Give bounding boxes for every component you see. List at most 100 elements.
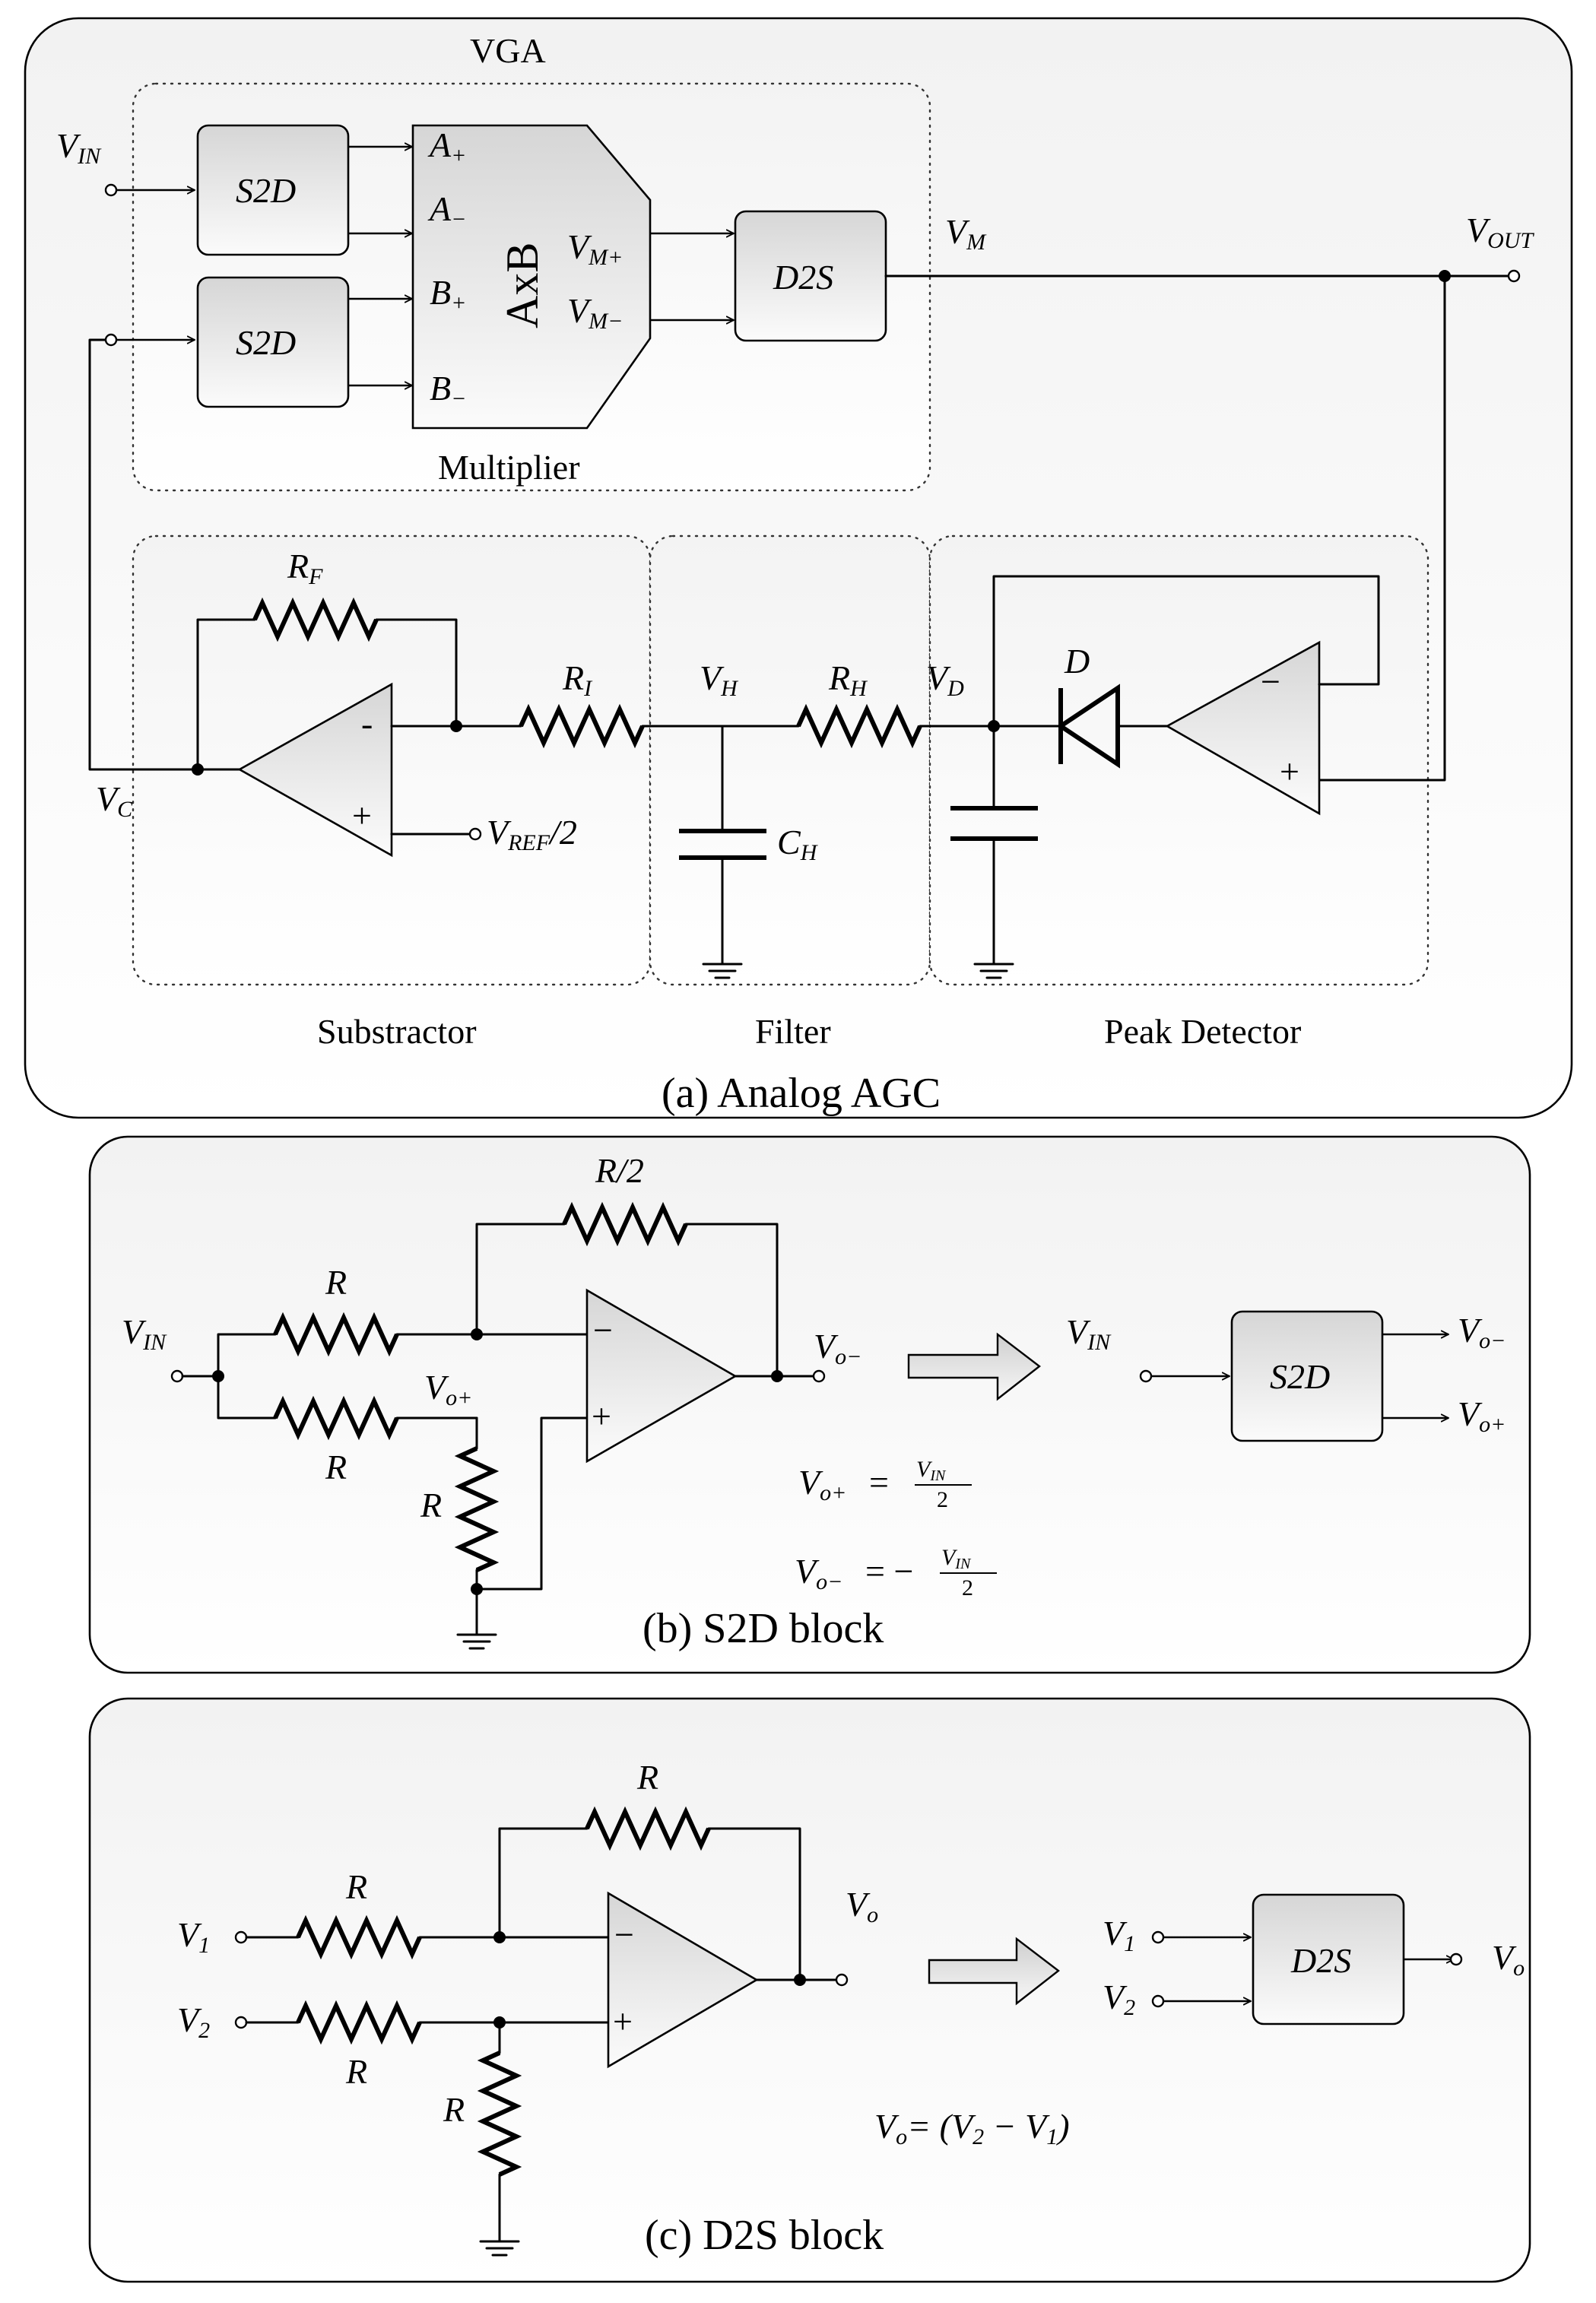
d2s-r-in1: [296, 1914, 422, 1960]
svg-text:Vo−: Vo−: [795, 1552, 842, 1594]
s2d-vo-minus-out-label: Vo−: [814, 1327, 861, 1369]
s2d-r-shunt: [454, 1446, 500, 1572]
rf-left-wire: [196, 618, 256, 771]
d2s-r-feedback: [585, 1806, 711, 1851]
ri-resistor: [519, 703, 645, 749]
d2s-block-v2-terminal: [1151, 1994, 1165, 2008]
d2s-r-in1-label: R: [345, 1867, 367, 1906]
s2d-fb-left-wire: [475, 1223, 566, 1336]
peak-detector-label: Peak Detector: [1104, 1012, 1301, 1051]
multiplier-block: [411, 124, 652, 430]
multiplier-label: Multiplier: [438, 448, 580, 487]
subtractor-opamp-minus: -: [361, 704, 373, 743]
caption-c: (c) D2S block: [645, 2212, 884, 2259]
s2d-bottom-label: S2D: [236, 323, 296, 362]
rh-resistor: [796, 703, 922, 749]
s2d-out-node: [771, 1370, 783, 1382]
port-a-minus: A−: [427, 189, 466, 232]
svg-text:= −: = −: [865, 1552, 913, 1591]
d2s-block-v1-terminal: [1151, 1930, 1165, 1944]
panel-b-frame: [88, 1135, 1531, 1674]
peak-feedback-wire: [992, 575, 1380, 728]
peak-opamp-plus: +: [1280, 752, 1299, 791]
vref-terminal: [468, 827, 482, 841]
s2d-bottom-branch-wire: [217, 1375, 277, 1420]
s2d-equation-vo-minus: Vo− = − VIN 2: [795, 1545, 997, 1600]
port-vm-minus: VM−: [567, 291, 623, 334]
d2s-v1-label: V1: [177, 1915, 210, 1958]
s2d-r-feedback-label: R/2: [595, 1151, 644, 1190]
d2s-ground-icon: [479, 2240, 520, 2257]
s2d-block-vin-label: VIN: [1066, 1312, 1112, 1355]
d2s-fb-right-wire: [707, 1827, 801, 1981]
d2s-block-vo-label: Vo: [1492, 1938, 1525, 1981]
s2d-top-block: [196, 124, 350, 256]
s2d-r-shunt-label: R: [420, 1486, 442, 1524]
d2s-equivalence-arrow-icon: [928, 1937, 1060, 2006]
s2d-opamp-plus: +: [592, 1397, 611, 1435]
vin-label: VIN: [56, 126, 102, 169]
vout-label: VOUT: [1466, 211, 1534, 253]
vc-terminal: [104, 333, 118, 347]
s2d-vo-plus-node-label: Vo+: [424, 1368, 472, 1410]
vin-terminal: [104, 183, 118, 197]
vh-label: VH: [700, 658, 739, 701]
s2d-vin-label: VIN: [122, 1312, 167, 1355]
subtractor-opamp-plus: +: [352, 796, 372, 835]
vc-wire: [88, 338, 199, 771]
svg-text:VIN: VIN: [941, 1545, 972, 1572]
d2s-v2-label: V2: [177, 2000, 210, 2043]
peak-detector-box: [928, 535, 1429, 986]
d2s-opamp: [607, 1891, 759, 2069]
multiplier-core-label: AxB: [497, 243, 547, 328]
d2s-r-feedback-label: R: [636, 1758, 658, 1797]
d2s-block-v1-label: V1: [1103, 1914, 1135, 1956]
s2d-block-vin-terminal: [1139, 1369, 1153, 1383]
s2d-vo-minus-terminal: [812, 1369, 826, 1383]
d2s-v1-terminal: [234, 1930, 248, 1944]
s2d-noninv-wire: [475, 1416, 589, 1591]
s2d-ground-icon: [456, 1633, 497, 1650]
caption-a: (a) Analog AGC: [662, 1070, 941, 1117]
d2s-r-shunt: [477, 2051, 522, 2177]
s2d-top-branch-wire: [217, 1333, 277, 1378]
panel-a-analog-agc: VGA Multiplier Substractor Filter Peak D…: [24, 17, 1573, 1119]
d2s-r-shunt-label: R: [443, 2090, 465, 2129]
s2d-equivalence-arrow-icon: [907, 1332, 1041, 1401]
ch-label: CH: [777, 823, 819, 865]
d2s-vo-label: Vo: [846, 1885, 878, 1927]
rf-right-wire: [375, 618, 458, 728]
port-vm-plus: VM+: [567, 227, 623, 270]
d2s-fb-left-wire: [498, 1827, 589, 1939]
vd-label: VD: [926, 658, 964, 701]
s2d-equation-vo-plus: Vo+ = VIN 2: [798, 1457, 972, 1512]
d2s-label: D2S: [773, 258, 833, 297]
rh-label: RH: [828, 658, 868, 701]
caption-b: (b) S2D block: [643, 1605, 884, 1652]
rf-resistor: [252, 597, 379, 642]
s2d-r-top: [273, 1312, 399, 1357]
filter-label: Filter: [755, 1012, 831, 1051]
d2s-opamp-minus: −: [614, 1915, 634, 1954]
d2s-block-vo-terminal: [1449, 1952, 1463, 1966]
peak-ground-icon: [973, 963, 1014, 979]
filter-ground-icon: [702, 963, 743, 979]
peak-opamp-minus: −: [1261, 662, 1280, 701]
d2s-out-node: [794, 1974, 806, 1986]
vout-feedback-wire: [1318, 274, 1446, 782]
vga-title: VGA: [470, 31, 546, 70]
svg-text:2: 2: [937, 1487, 948, 1512]
s2d-opamp-minus: −: [593, 1311, 613, 1350]
panel-b-s2d-block: (b) S2D block VIN R R Vo+ R R/2: [88, 1135, 1531, 1674]
s2d-vin-terminal: [170, 1369, 184, 1383]
s2d-opamp: [585, 1288, 738, 1464]
s2d-equivalent-block: [1230, 1310, 1384, 1442]
peak-detector-opamp: [1165, 640, 1321, 816]
s2d-out-plus-label: Vo+: [1458, 1394, 1506, 1437]
vm-label: VM: [945, 212, 987, 255]
rf-label: RF: [287, 547, 323, 589]
s2d-equivalent-label: S2D: [1270, 1357, 1330, 1396]
s2d-r-bottom-label: R: [325, 1448, 347, 1486]
subtractor-out-node: [450, 720, 462, 732]
